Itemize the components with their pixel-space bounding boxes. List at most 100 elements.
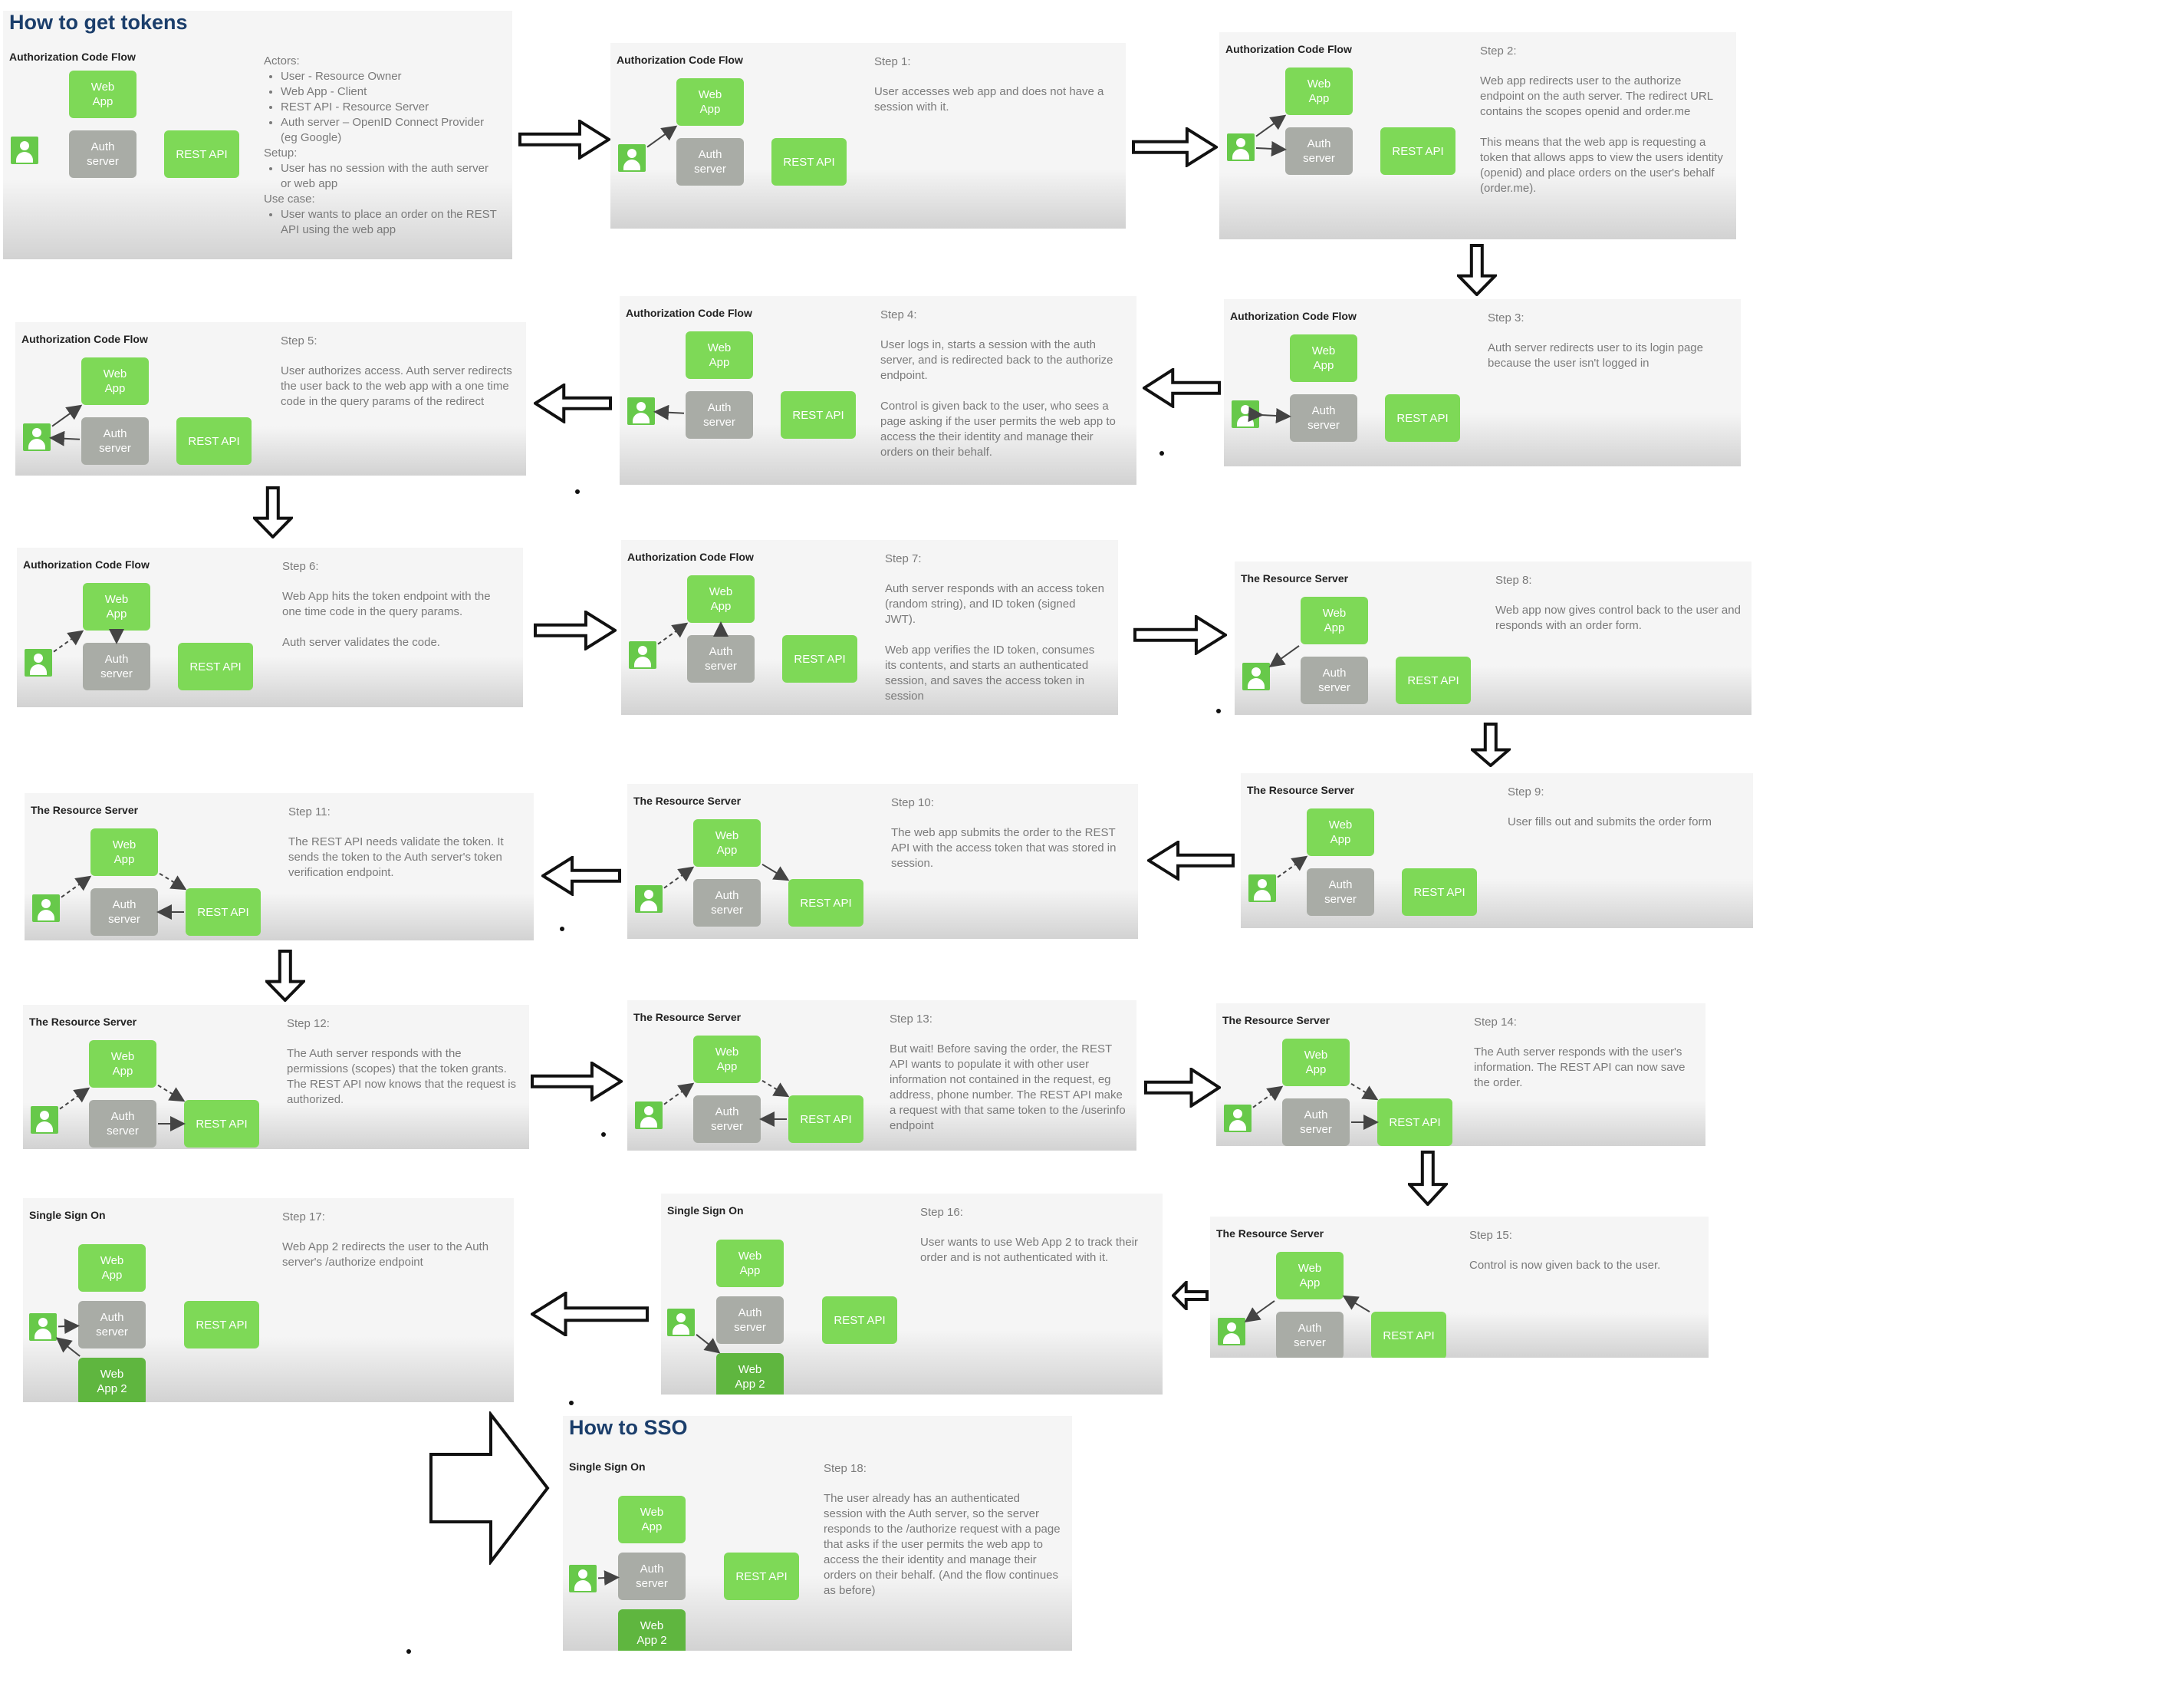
web-app-box: Web App <box>1301 597 1368 644</box>
step-label: Step 7: <box>885 552 922 565</box>
page-title: How to get tokens <box>9 11 188 34</box>
user-torso <box>1223 1333 1240 1344</box>
step-label: Step 8: <box>1495 574 1532 587</box>
user-head <box>20 141 29 150</box>
user-torso <box>623 160 640 170</box>
connector-web-rest <box>1350 1082 1379 1101</box>
connector-rest-web <box>1342 1295 1370 1313</box>
arrow-step10-to-step11 <box>541 856 621 896</box>
stray-dot <box>1159 451 1164 456</box>
web-app-box: Web App <box>69 71 136 118</box>
connector-web-rest <box>157 1084 186 1102</box>
user-icon <box>1224 1105 1252 1132</box>
rest-api-box: REST API <box>164 130 239 178</box>
step-description: User accesses web app and does not have … <box>874 85 1104 114</box>
step-label: Step 12: <box>287 1017 330 1030</box>
user-head <box>638 646 647 655</box>
section-title: The Resource Server <box>1222 1014 1330 1026</box>
step-label: Step 15: <box>1469 1229 1512 1242</box>
user-head <box>578 1569 587 1579</box>
rest-api-box: REST API <box>186 888 261 936</box>
connector-user-web <box>51 404 83 427</box>
rest-api-box: REST API <box>178 643 253 690</box>
auth-server-box: Auth server <box>618 1553 686 1600</box>
actors-item: Auth server – OpenID Connect Provider (e… <box>281 115 502 146</box>
connector-user-web2 <box>696 1333 721 1354</box>
section-title: The Resource Server <box>633 1011 742 1023</box>
web-app-box: Web App <box>78 1244 146 1292</box>
rest-api-box: REST API <box>1380 127 1455 175</box>
user-icon <box>629 641 656 669</box>
auth-server-box: Auth server <box>1276 1312 1344 1358</box>
setup-item: User has no session with the auth server… <box>281 161 502 192</box>
step-label: Step 10: <box>891 796 934 809</box>
section-title: Authorization Code Flow <box>1225 43 1352 55</box>
arrow-step17-to-step18 <box>429 1411 550 1565</box>
step-description: User fills out and submits the order for… <box>1508 815 1712 828</box>
section-title: Authorization Code Flow <box>617 54 743 66</box>
user-icon <box>1248 874 1276 902</box>
user-head <box>1227 1322 1236 1332</box>
user-icon <box>25 649 52 677</box>
connector-user-web <box>657 622 689 645</box>
user-head <box>34 654 43 663</box>
section-title: Authorization Code Flow <box>627 551 754 563</box>
setup-title: Setup: <box>264 147 298 160</box>
section-title: Single Sign On <box>667 1204 744 1217</box>
user-icon <box>627 397 655 425</box>
connector-web2-user <box>55 1337 81 1357</box>
actors-title: Actors: <box>264 54 300 68</box>
section-title: Authorization Code Flow <box>21 333 148 345</box>
user-torso <box>640 901 657 911</box>
section-title: The Resource Server <box>29 1016 137 1028</box>
rest-api-box: REST API <box>184 1100 259 1148</box>
connector-user-web <box>61 875 92 898</box>
actors-list: User - Resource OwnerWeb App - ClientRES… <box>264 69 502 146</box>
connector-web-rest <box>761 863 790 881</box>
web-app-box: Web App <box>83 583 150 631</box>
step-label: Step 17: <box>282 1210 325 1223</box>
user-torso <box>1248 678 1265 689</box>
section-title: The Resource Server <box>1247 784 1355 796</box>
step-label: Step 3: <box>1488 311 1525 324</box>
arrow-step9-to-step10 <box>1147 841 1235 881</box>
arrow-step14-to-step15 <box>1408 1151 1448 1206</box>
web-app-box: Web App <box>716 1240 784 1287</box>
user-icon <box>667 1309 695 1336</box>
web-app-box: Web App <box>693 819 761 867</box>
user-torso <box>640 1117 657 1128</box>
stray-dot <box>601 1132 606 1137</box>
user-torso <box>28 439 45 449</box>
user-icon <box>23 423 51 451</box>
step-description: Web app now gives control back to the us… <box>1495 604 1741 632</box>
user-icon <box>1227 133 1255 161</box>
rest-api-box: REST API <box>788 879 863 927</box>
user-head <box>40 1111 49 1120</box>
web-app-box: Web App <box>81 357 149 405</box>
usecase-title: Use case: <box>264 193 315 206</box>
step-label: Step 13: <box>890 1013 932 1026</box>
connector-user-web <box>53 630 84 653</box>
arrow-step4-to-step5 <box>534 384 612 423</box>
step-label: Step 6: <box>282 560 319 573</box>
step-label: Step 2: <box>1480 44 1517 58</box>
arrow-intro-to-step1 <box>518 120 610 160</box>
rest-api-box: REST API <box>781 391 856 439</box>
step-label: Step 14: <box>1474 1016 1517 1029</box>
web-app-box: Web App <box>1276 1252 1344 1299</box>
rest-api-box: REST API <box>184 1301 259 1348</box>
auth-server-box: Auth server <box>716 1296 784 1344</box>
user-icon <box>618 144 646 172</box>
connector-auth-user <box>653 404 685 420</box>
